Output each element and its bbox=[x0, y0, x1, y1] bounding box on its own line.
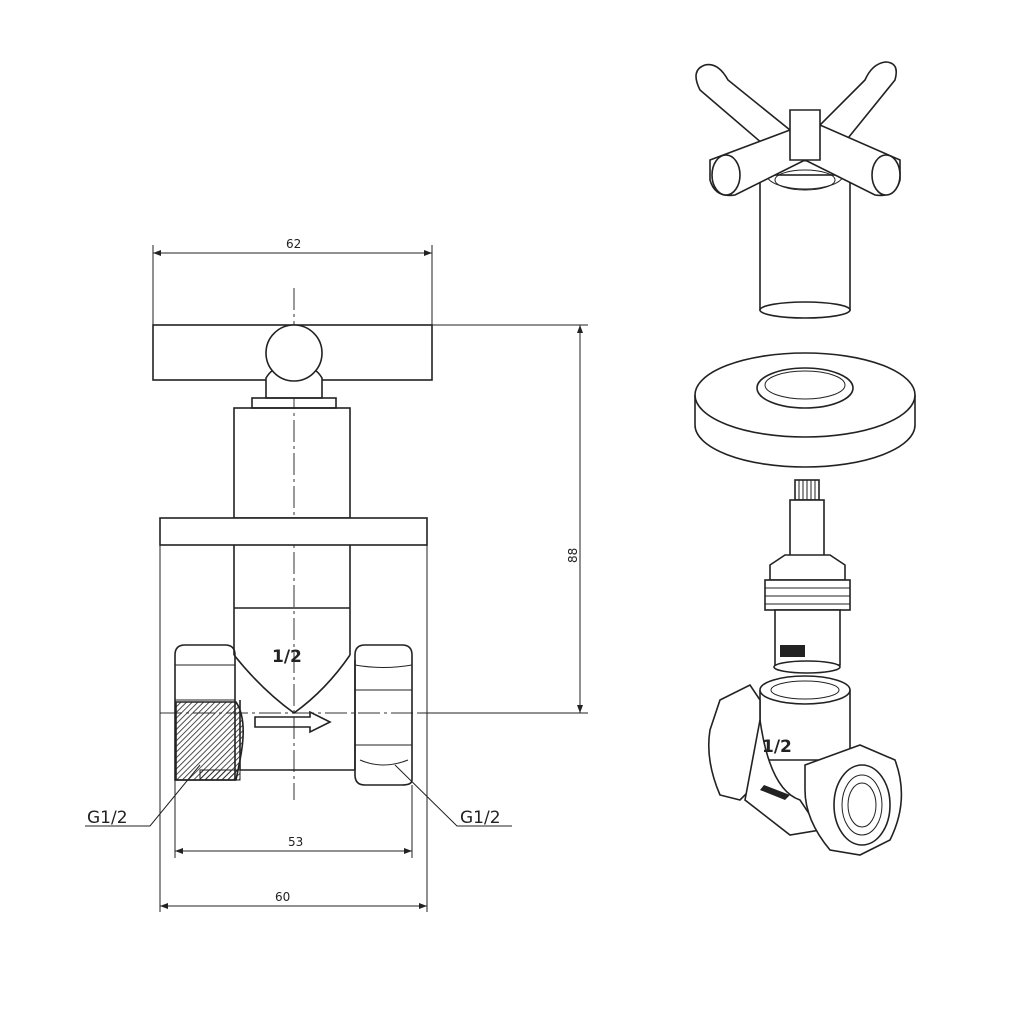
exploded-view: 1/2 bbox=[694, 61, 916, 856]
dimension-53: 53 bbox=[288, 835, 303, 849]
body-curve bbox=[233, 654, 351, 714]
cover-ring-iso bbox=[694, 352, 916, 468]
handle-sleeve bbox=[233, 407, 351, 519]
handle-knob bbox=[265, 324, 323, 382]
valve-body-iso bbox=[707, 675, 903, 856]
thread-label-right: G1/2 bbox=[460, 808, 501, 828]
thread-label-left: G1/2 bbox=[87, 808, 128, 828]
right-hex-nut bbox=[354, 644, 413, 786]
dimension-88: 88 bbox=[566, 548, 580, 563]
left-hex-nut bbox=[174, 644, 236, 781]
front-view: 1/2 62 88 53 60 G1/2 G1/2 bbox=[85, 237, 588, 912]
right-nut-edges bbox=[354, 664, 413, 766]
thread-end bbox=[199, 769, 241, 781]
left-nut-edges bbox=[175, 664, 235, 701]
body-marking-front: 1/2 bbox=[272, 647, 302, 667]
cover-flange bbox=[159, 517, 428, 546]
valve-body bbox=[239, 660, 356, 771]
left-thread-section bbox=[175, 701, 244, 781]
valve-stem bbox=[233, 545, 351, 655]
right-leader-line bbox=[394, 764, 512, 827]
flow-direction-arrow-icon bbox=[254, 710, 332, 734]
body-marking-iso: 1/2 bbox=[762, 737, 792, 757]
left-leader-line bbox=[85, 764, 201, 827]
cartridge-iso bbox=[764, 479, 851, 674]
dimension-60: 60 bbox=[275, 890, 290, 904]
cross-handle-iso bbox=[695, 61, 901, 319]
dimension-62: 62 bbox=[286, 237, 301, 251]
extension-lines bbox=[152, 245, 588, 912]
